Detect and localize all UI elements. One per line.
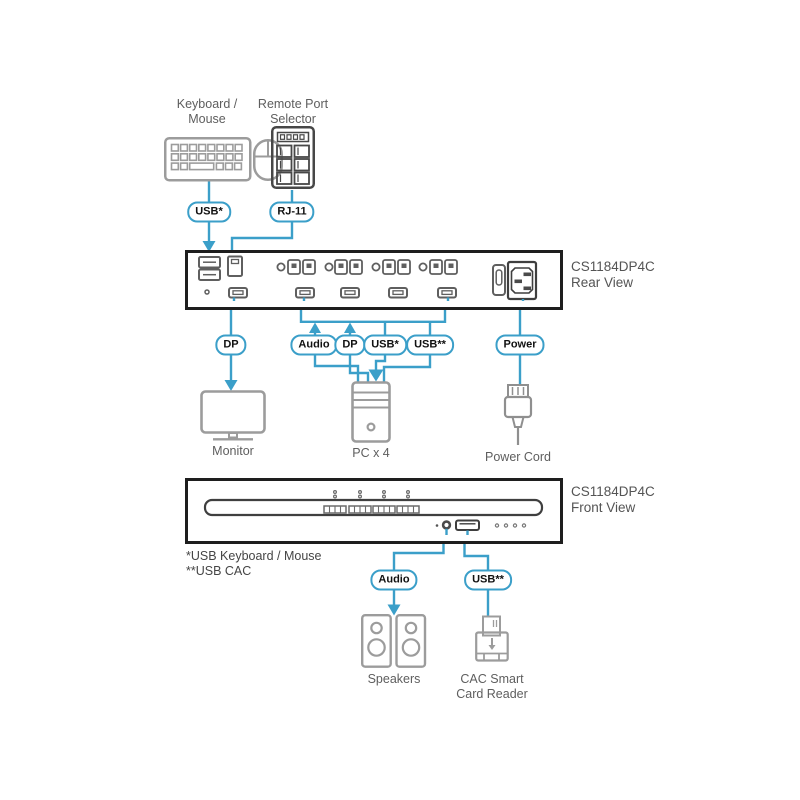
footnote-usb-keyboard: *USB Keyboard / Mouse xyxy=(186,549,322,563)
pc-tower-icon xyxy=(351,381,391,443)
pill-usb-kb-pc: USB* xyxy=(363,334,407,356)
power-cord-label: Power Cord xyxy=(485,450,551,464)
arrow-into-console-usb xyxy=(202,241,216,252)
arrow-into-speakers xyxy=(387,604,401,616)
rear-model: CS1184DP4C xyxy=(571,259,655,274)
pill-power: Power xyxy=(495,334,545,356)
pill-dp-pc: DP xyxy=(334,334,366,356)
reset-hole xyxy=(204,289,210,295)
footnotes: *USB Keyboard / Mouse **USB CAC xyxy=(186,549,322,578)
front-usb-port xyxy=(455,519,480,531)
speakers-icon xyxy=(361,614,427,668)
keyboard-icon xyxy=(164,137,252,182)
front-view-label: Front View xyxy=(571,500,636,515)
cac-reader-label: CAC Smart Card Reader xyxy=(456,672,528,701)
remote-selector-label: Remote Port Selector xyxy=(257,97,329,126)
keyboard-mouse-label: Keyboard / Mouse xyxy=(176,97,238,126)
usb-b-ports xyxy=(287,259,458,275)
front-led-indicators xyxy=(494,523,527,528)
power-cord-icon xyxy=(503,384,533,445)
pc-audio-jacks xyxy=(276,262,428,272)
rear-view-title: CS1184DP4C Rear View xyxy=(571,259,655,291)
rj11-port xyxy=(227,255,243,277)
pill-usb-cac-front: USB** xyxy=(464,569,512,591)
arrow-into-monitor xyxy=(224,380,238,391)
cable-stubs xyxy=(232,297,525,301)
line-dp-to-pc xyxy=(348,354,370,382)
cac-card-reader-icon xyxy=(475,615,509,662)
displayport-ports xyxy=(228,287,457,299)
power-inlet xyxy=(506,260,538,301)
pill-usb-keyboard: USB* xyxy=(187,201,231,223)
line-pc-bus xyxy=(299,303,447,323)
line-audio-to-pc xyxy=(313,354,360,382)
line-front-audio xyxy=(392,537,445,571)
kvm-front-panel xyxy=(203,490,544,535)
console-usb-ports xyxy=(198,256,221,281)
front-audio-jack xyxy=(441,520,452,530)
speakers-label: Speakers xyxy=(367,672,421,686)
pc-label: PC x 4 xyxy=(352,446,390,460)
pill-audio-front: Audio xyxy=(370,569,418,591)
monitor-icon xyxy=(200,390,266,441)
kvm-switch-front xyxy=(185,478,563,544)
kvm-rear-ports xyxy=(198,255,538,301)
pill-audio-pc: Audio xyxy=(290,334,338,356)
cable-stubs xyxy=(445,528,469,535)
remote-port-selector-icon xyxy=(271,126,315,189)
pill-rj11: RJ-11 xyxy=(269,201,315,223)
rear-view-label: Rear View xyxy=(571,275,634,290)
arrow-into-pc xyxy=(368,369,384,382)
kvm-switch-rear xyxy=(185,250,563,310)
line-usbcac-to-pc xyxy=(382,354,432,382)
arrow-up-audio xyxy=(309,322,321,333)
pill-usb-cac-pc: USB** xyxy=(406,334,454,356)
power-switch xyxy=(492,264,506,296)
front-panel-face xyxy=(203,498,544,517)
pill-dp-monitor: DP xyxy=(215,334,247,356)
footnote-usb-cac: **USB CAC xyxy=(186,563,252,578)
port-selection-buttons xyxy=(323,490,420,514)
line-front-usb xyxy=(463,537,490,571)
monitor-label: Monitor xyxy=(212,444,254,458)
front-model: CS1184DP4C xyxy=(571,484,655,499)
front-view-title: CS1184DP4C Front View xyxy=(571,484,655,516)
line-usbkb-to-pc xyxy=(374,354,387,370)
arrow-up-dp xyxy=(344,322,356,333)
front-mic-hole xyxy=(435,524,439,527)
